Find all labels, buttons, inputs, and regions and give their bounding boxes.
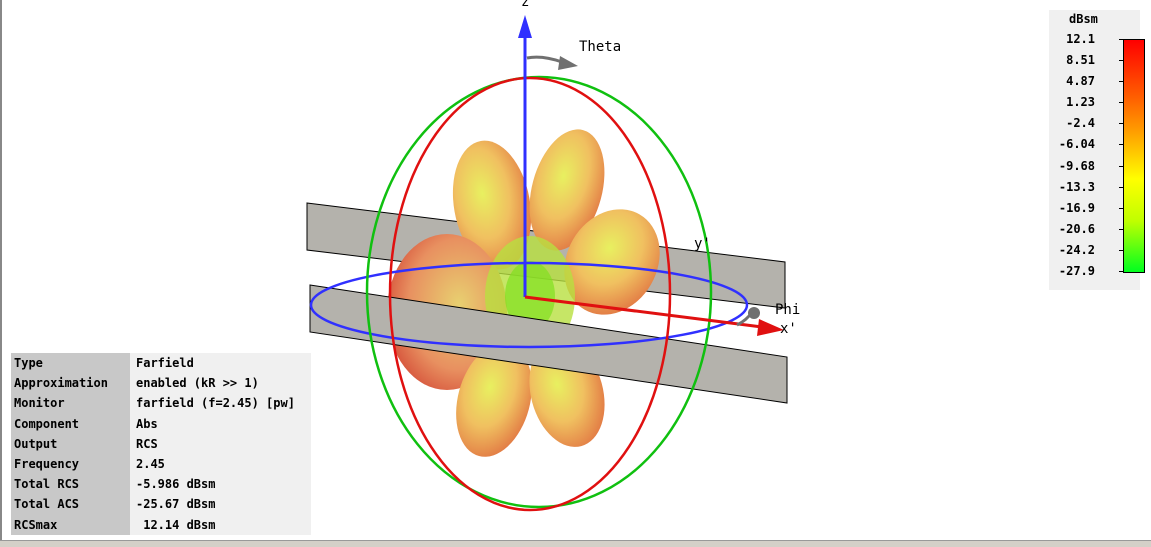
info-value: Abs xyxy=(130,413,311,434)
info-key: Total ACS xyxy=(11,494,130,515)
legend-tick-label: -16.9 xyxy=(1058,200,1095,215)
legend-tick-label: -2.4 xyxy=(1066,116,1095,131)
legend-tick-label: -13.3 xyxy=(1058,179,1095,194)
legend-tick-label: -9.68 xyxy=(1058,158,1095,173)
info-key: Monitor xyxy=(11,393,130,414)
info-row: Total ACS-25.67 dBsm xyxy=(11,494,311,515)
info-key: Frequency xyxy=(11,453,130,475)
theta-label: Theta xyxy=(579,39,621,55)
legend-tick-mark xyxy=(1119,102,1124,104)
plate-lower xyxy=(309,284,788,404)
legend-tick-mark xyxy=(1119,60,1124,62)
legend-tick-label: -27.9 xyxy=(1058,264,1095,278)
legend-tick-mark xyxy=(1119,123,1124,125)
theta-arrow-icon xyxy=(526,55,563,64)
legend-tick-label: 4.87 xyxy=(1066,74,1095,89)
phi-label: Phi xyxy=(775,302,800,318)
info-key: Approximation xyxy=(11,373,130,394)
info-key: Component xyxy=(11,413,130,434)
legend-tick-mark xyxy=(1119,81,1124,83)
legend-tick-mark xyxy=(1119,249,1124,251)
legend-tick-mark xyxy=(1119,165,1124,167)
theta-circle-red xyxy=(388,76,672,512)
info-value: enabled (kR >> 1) xyxy=(130,373,311,394)
status-bar xyxy=(0,540,1151,547)
info-row: RCSmax 12.14 dBsm xyxy=(11,514,311,535)
color-legend: dBsm 12.1 8.51 4.87 1.23 -2.4 -6.04 -9.68 -13.3… xyxy=(1049,10,1145,290)
color-scale-bar xyxy=(1123,39,1145,273)
rcs-pattern xyxy=(387,129,660,457)
info-key: Total RCS xyxy=(11,474,130,495)
legend-tick-mark xyxy=(1119,186,1124,188)
legend-tick-mark xyxy=(1119,39,1124,40)
info-value: 2.45 xyxy=(130,453,311,475)
legend-tick-mark xyxy=(1119,228,1124,230)
legend-tick-label: 8.51 xyxy=(1066,53,1095,68)
legend-tick-mark xyxy=(1119,144,1124,146)
info-key: RCSmax xyxy=(11,514,130,535)
z-label: z xyxy=(521,0,529,10)
info-value: -25.67 dBsm xyxy=(130,494,311,515)
info-value: 12.14 dBsm xyxy=(130,514,311,535)
x-arrow-icon xyxy=(757,319,784,336)
info-value: Farfield xyxy=(130,353,311,374)
z-arrow-icon xyxy=(518,15,532,38)
info-value: RCS xyxy=(130,433,311,454)
legend-tick-mark xyxy=(1119,207,1124,209)
info-key: Output xyxy=(11,433,130,454)
theta-circle-green xyxy=(365,75,713,509)
legend-unit: dBsm xyxy=(1069,12,1098,26)
legend-tick-label: 12.1 xyxy=(1066,32,1095,46)
phi-circle xyxy=(309,261,749,349)
x-axis xyxy=(524,295,763,329)
info-value: -5.986 dBsm xyxy=(130,474,311,495)
legend-tick-mark xyxy=(1119,271,1124,272)
info-key: Type xyxy=(11,353,130,374)
info-row: Total RCS-5.986 dBsm xyxy=(11,474,311,495)
legend-tick-label: -20.6 xyxy=(1058,221,1095,236)
info-value: farfield (f=2.45) [pw] xyxy=(130,393,311,414)
x-label: x' xyxy=(780,321,797,337)
legend-tick-label: -6.04 xyxy=(1058,137,1095,152)
legend-tick-label: 1.23 xyxy=(1066,95,1095,110)
y-label: y' xyxy=(694,236,711,252)
legend-tick-label: -24.2 xyxy=(1058,242,1095,257)
